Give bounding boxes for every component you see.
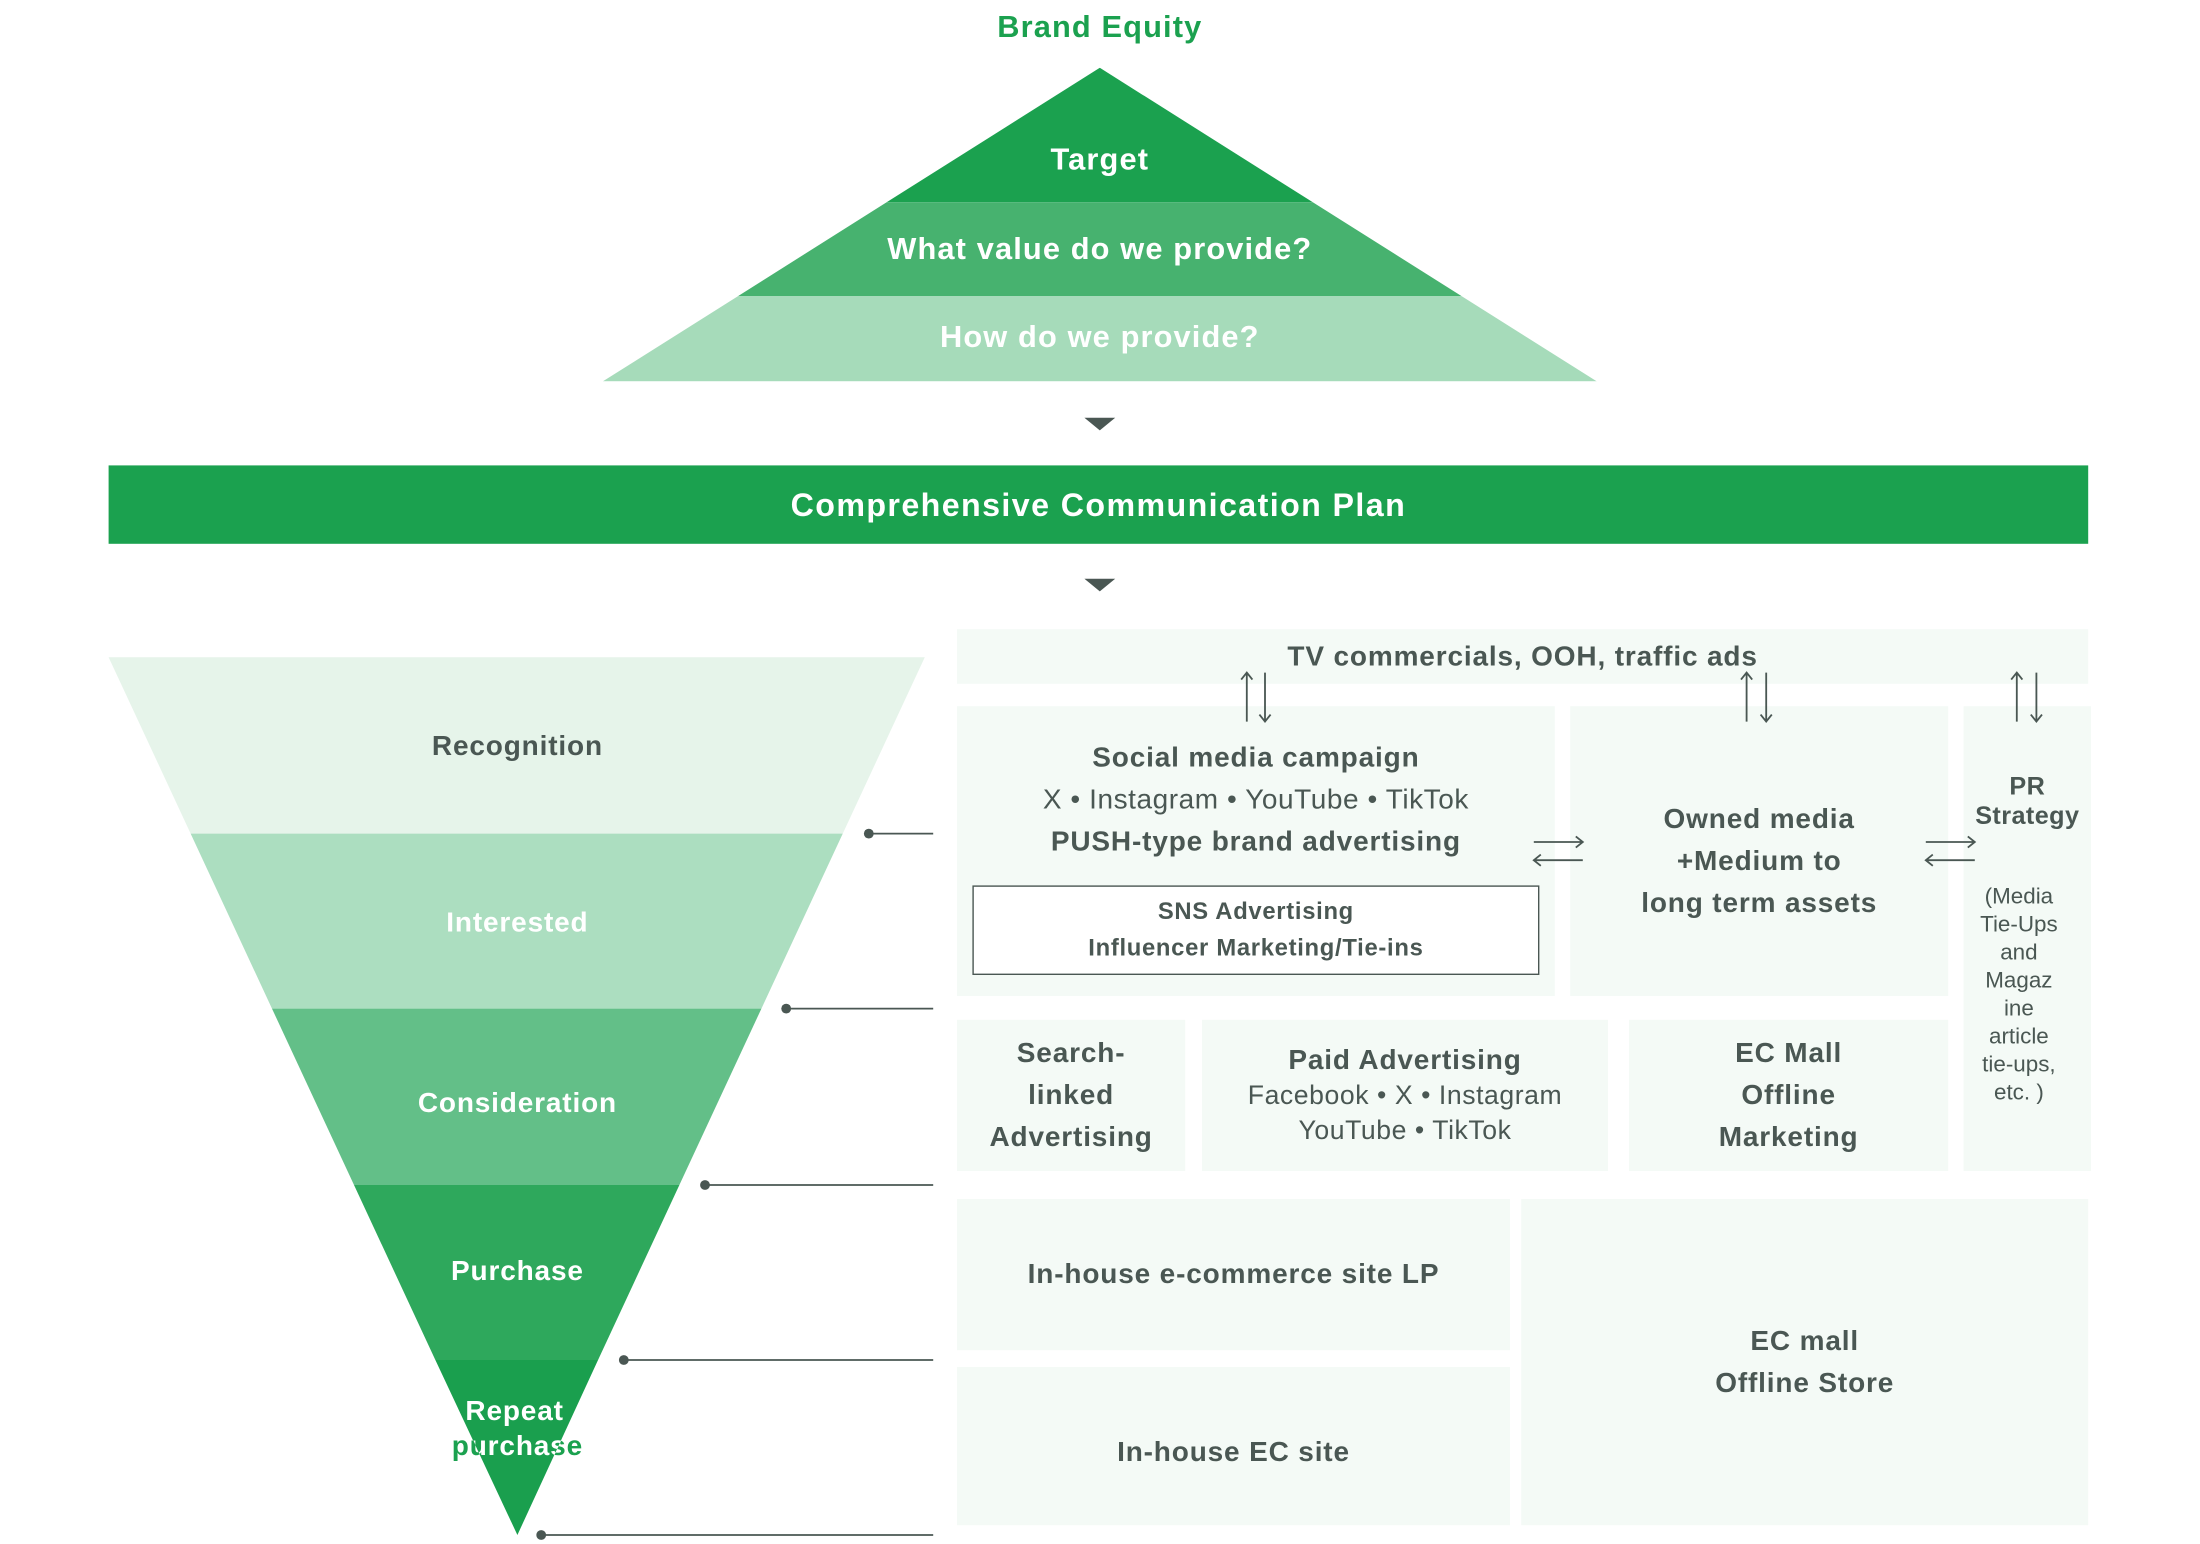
pr-strategy-note-line: tie-ups, bbox=[1982, 1053, 2056, 1078]
social-media-tags-box: SNS Advertising Influencer Marketing/Tie… bbox=[972, 885, 1540, 975]
ec-mall-marketing-line: EC Mall bbox=[1735, 1038, 1843, 1069]
pr-strategy-note-line: Magaz bbox=[1985, 969, 2053, 994]
pr-strategy-note-line: (Media bbox=[1984, 885, 2054, 910]
paid-advertising-platforms: Facebook • X • Instagram bbox=[1247, 1081, 1563, 1111]
pr-strategy-note-line: Tie-Ups bbox=[1980, 913, 2058, 938]
funnel-band-purchase bbox=[354, 1185, 680, 1360]
ec-mall-marketing-line: Marketing bbox=[1718, 1122, 1859, 1153]
communication-plan-label: Comprehensive Communication Plan bbox=[790, 485, 1407, 523]
down-arrow-icon bbox=[1084, 578, 1116, 592]
funnel-label-interested: Interested bbox=[446, 906, 588, 937]
mass-media-box: TV commercials, OOH, traffic ads bbox=[957, 629, 2089, 684]
funnel-label-repeat-line-1-inner: Repeat bbox=[465, 1395, 563, 1426]
pr-strategy-note-line: and bbox=[2000, 941, 2038, 966]
social-media-box: Social media campaign X • Instagram • Yo… bbox=[957, 706, 1555, 996]
pyramid-level-target bbox=[602, 67, 1597, 203]
connector-dot bbox=[781, 1003, 792, 1014]
communication-plan-bar: Comprehensive Communication Plan bbox=[108, 465, 2089, 544]
funnel-label-recognition: Recognition bbox=[432, 730, 603, 761]
funnel-band-repeat-purchase bbox=[435, 1360, 599, 1535]
social-media-platforms: X • Instagram • YouTube • TikTok bbox=[1042, 784, 1469, 816]
social-media-title: Social media campaign bbox=[1092, 742, 1420, 774]
search-advertising-box: Search- linked Advertising bbox=[957, 1019, 1186, 1171]
ec-mall-marketing-box: EC Mall Offline Marketing bbox=[1629, 1019, 1949, 1171]
ecommerce-lp-box: In-house e-commerce site LP bbox=[957, 1199, 1510, 1351]
funnel bbox=[108, 657, 925, 1535]
owned-media-line: Owned media bbox=[1663, 803, 1855, 835]
pr-strategy-note-line: article bbox=[1989, 1025, 2049, 1050]
search-advertising-line: Advertising bbox=[989, 1122, 1153, 1153]
stage-connectors bbox=[536, 828, 934, 1540]
down-arrow-icon bbox=[1084, 417, 1116, 431]
pyramid-label-value: What value do we provide? bbox=[887, 231, 1312, 266]
mass-media-label: TV commercials, OOH, traffic ads bbox=[1287, 641, 1758, 672]
ec-mall-store-line: Offline Store bbox=[1715, 1367, 1895, 1399]
paid-advertising-box: Paid Advertising Facebook • X • Instagra… bbox=[1202, 1019, 1608, 1171]
ec-site-box: In-house EC site bbox=[957, 1367, 1510, 1526]
social-media-subtitle: PUSH-type brand advertising bbox=[1050, 826, 1461, 858]
ec-site-label: In-house EC site bbox=[1117, 1436, 1350, 1468]
social-media-tag: SNS Advertising bbox=[1157, 898, 1354, 925]
connector-dot bbox=[536, 1530, 547, 1540]
search-advertising-line: linked bbox=[1028, 1080, 1115, 1111]
funnel-label-purchase: Purchase bbox=[451, 1255, 584, 1286]
ecommerce-lp-label: In-house e-commerce site LP bbox=[1027, 1259, 1440, 1290]
search-advertising-line: Search- bbox=[1016, 1038, 1126, 1069]
pr-strategy-title-line: PR bbox=[2009, 772, 2046, 800]
ec-mall-marketing-line: Offline bbox=[1741, 1080, 1836, 1111]
pr-strategy-title-line: Strategy bbox=[1975, 801, 2080, 830]
funnel-band-consideration bbox=[271, 1008, 762, 1185]
paid-advertising-platforms: YouTube • TikTok bbox=[1298, 1116, 1512, 1146]
funnel-label-repeat-line-2: purchase bbox=[452, 1430, 583, 1461]
pyramid-level-how bbox=[602, 296, 1597, 382]
social-media-tag: Influencer Marketing/Tie-ins bbox=[1088, 934, 1424, 961]
funnel-label-repeat-line-1: Repeat bbox=[465, 1395, 563, 1426]
funnel-label-repeat-purchase: Repeat purchase Repeat purchase bbox=[452, 1395, 583, 1461]
paid-advertising-title: Paid Advertising bbox=[1288, 1045, 1522, 1076]
pyramid-label-how: How do we provide? bbox=[940, 319, 1260, 354]
pr-strategy-box: PR Strategy (Media Tie-Ups and Magaz ine… bbox=[1963, 706, 2091, 1171]
funnel-label-consideration: Consideration bbox=[418, 1087, 617, 1118]
pyramid-label-target: Target bbox=[1051, 141, 1150, 176]
connector-dot bbox=[863, 828, 874, 839]
funnel-band-interested bbox=[190, 833, 843, 1009]
owned-media-box: Owned media +Medium to long term assets bbox=[1570, 706, 1949, 996]
pr-strategy-note-line: etc. ) bbox=[1994, 1081, 2044, 1106]
ec-mall-store-box: EC mall Offline Store bbox=[1521, 1199, 2089, 1526]
ec-mall-store-line: EC mall bbox=[1750, 1325, 1859, 1357]
connector-dot bbox=[618, 1355, 629, 1365]
owned-media-line: long term assets bbox=[1641, 887, 1878, 919]
funnel-band-recognition bbox=[108, 657, 925, 834]
page-title: Brand Equity bbox=[997, 9, 1203, 44]
connector-dot bbox=[700, 1180, 710, 1190]
pr-strategy-note-line: ine bbox=[2003, 997, 2034, 1022]
diagram-canvas: Target What value do we provide? How do … bbox=[108, 67, 1597, 1540]
diagram: Target What value do we provide? How do … bbox=[5, 2, 2189, 1542]
owned-media-line: +Medium to bbox=[1676, 845, 1842, 877]
